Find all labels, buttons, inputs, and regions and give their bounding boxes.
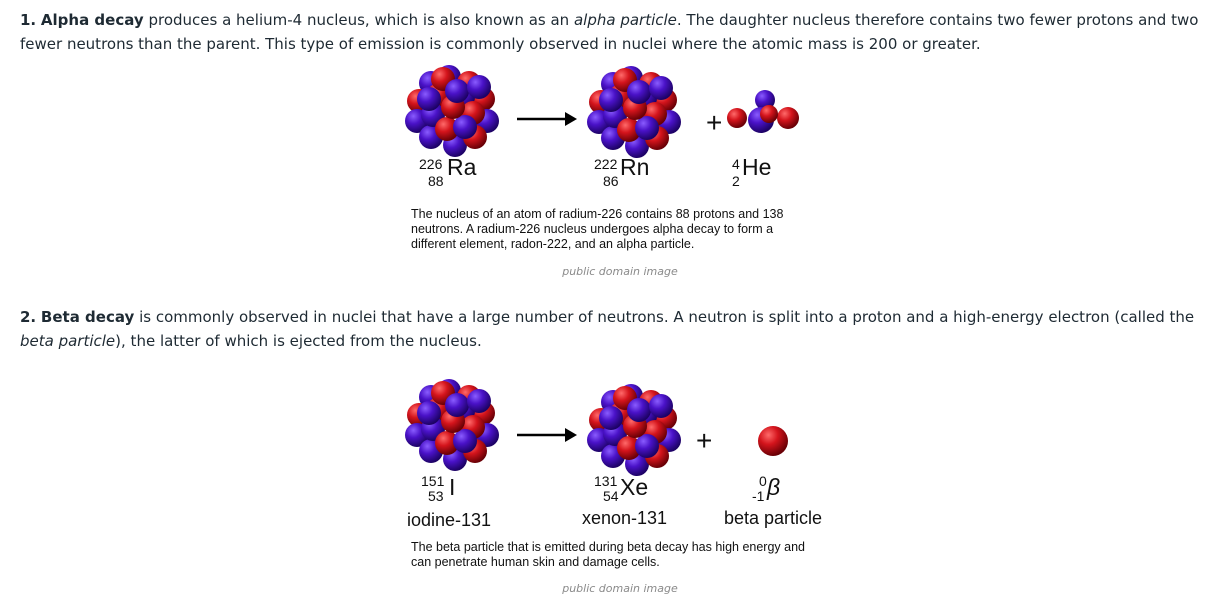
beta-figure-caption: The beta particle that is emitted during…	[411, 540, 806, 569]
alpha-text-before: produces a helium-4 nucleus, which is al…	[143, 11, 574, 29]
beta-decay-figure: + 151 53 I 131 54 Xe 0 -1 β iodine-131 x…	[405, 378, 835, 595]
radium-notation: 226 88 Ra	[419, 154, 477, 189]
proton-icon	[617, 436, 641, 460]
beta-term: Beta decay	[40, 308, 135, 326]
plus-sign: +	[706, 107, 722, 138]
neutron-icon	[599, 88, 623, 112]
alpha-particle-icon	[727, 90, 799, 133]
xenon-notation: 131 54 Xe	[594, 473, 649, 504]
alpha-image-credit: public domain image	[562, 265, 678, 278]
beta-emph: beta particle	[20, 332, 116, 350]
alpha-decay-diagram: +	[405, 65, 799, 158]
alpha-decay-paragraph: 1. Alpha decay produces a helium-4 nucle…	[20, 8, 1200, 56]
iodine-name: iodine-131	[407, 510, 492, 530]
reaction-arrow-icon	[517, 428, 577, 442]
beta-particle-name: beta particle	[724, 508, 823, 528]
neutron-icon	[649, 76, 673, 100]
neutron-icon	[635, 116, 659, 140]
alpha-term: Alpha decay	[40, 11, 144, 29]
neutron-icon	[627, 80, 651, 104]
neutron-icon	[445, 393, 469, 417]
proton-icon	[435, 431, 459, 455]
reaction-arrow-icon	[517, 112, 577, 126]
xenon-name: xenon-131	[582, 508, 668, 528]
plus-sign: +	[696, 425, 712, 456]
alpha-figure-caption: The nucleus of an atom of radium-226 con…	[411, 207, 784, 251]
proton-icon	[435, 117, 459, 141]
neutron-icon	[453, 429, 477, 453]
beta-text-after: ), the latter of which is ejected from t…	[115, 332, 482, 350]
xenon-nucleus-icon	[587, 384, 681, 476]
neutron-icon	[467, 389, 491, 413]
iodine-notation: 151 53 I	[421, 473, 456, 504]
neutron-icon	[649, 394, 673, 418]
neutron-icon	[417, 87, 441, 111]
alpha-text-after: . The daughter nucleus therefore contain…	[20, 11, 1199, 53]
neutron-icon	[599, 406, 623, 430]
proton-icon	[617, 118, 641, 142]
radium-nucleus-icon	[405, 65, 499, 157]
alpha-decay-figure: + 226 88 Ra 222 86 Rn 4 2 He The nucleus…	[405, 62, 835, 282]
beta-number: 2.	[20, 308, 37, 326]
iodine-nucleus-icon	[405, 379, 499, 471]
neutron-icon	[635, 434, 659, 458]
helium-notation: 4 2 He	[732, 154, 772, 189]
beta-text-before: is commonly observed in nuclei that have…	[134, 308, 1195, 326]
electron-icon	[758, 426, 788, 456]
neutron-icon	[467, 75, 491, 99]
neutron-icon	[417, 401, 441, 425]
beta-decay-diagram: +	[405, 379, 788, 476]
beta-notation: 0 -1 β	[752, 473, 781, 504]
beta-image-credit: public domain image	[562, 582, 678, 595]
radon-notation: 222 86 Rn	[594, 154, 650, 189]
radon-nucleus-icon	[587, 66, 681, 158]
beta-decay-paragraph: 2. Beta decay is commonly observed in nu…	[20, 305, 1200, 353]
neutron-icon	[445, 79, 469, 103]
neutron-icon	[627, 398, 651, 422]
neutron-icon	[453, 115, 477, 139]
alpha-number: 1.	[20, 11, 37, 29]
alpha-emph: alpha particle	[573, 11, 677, 29]
